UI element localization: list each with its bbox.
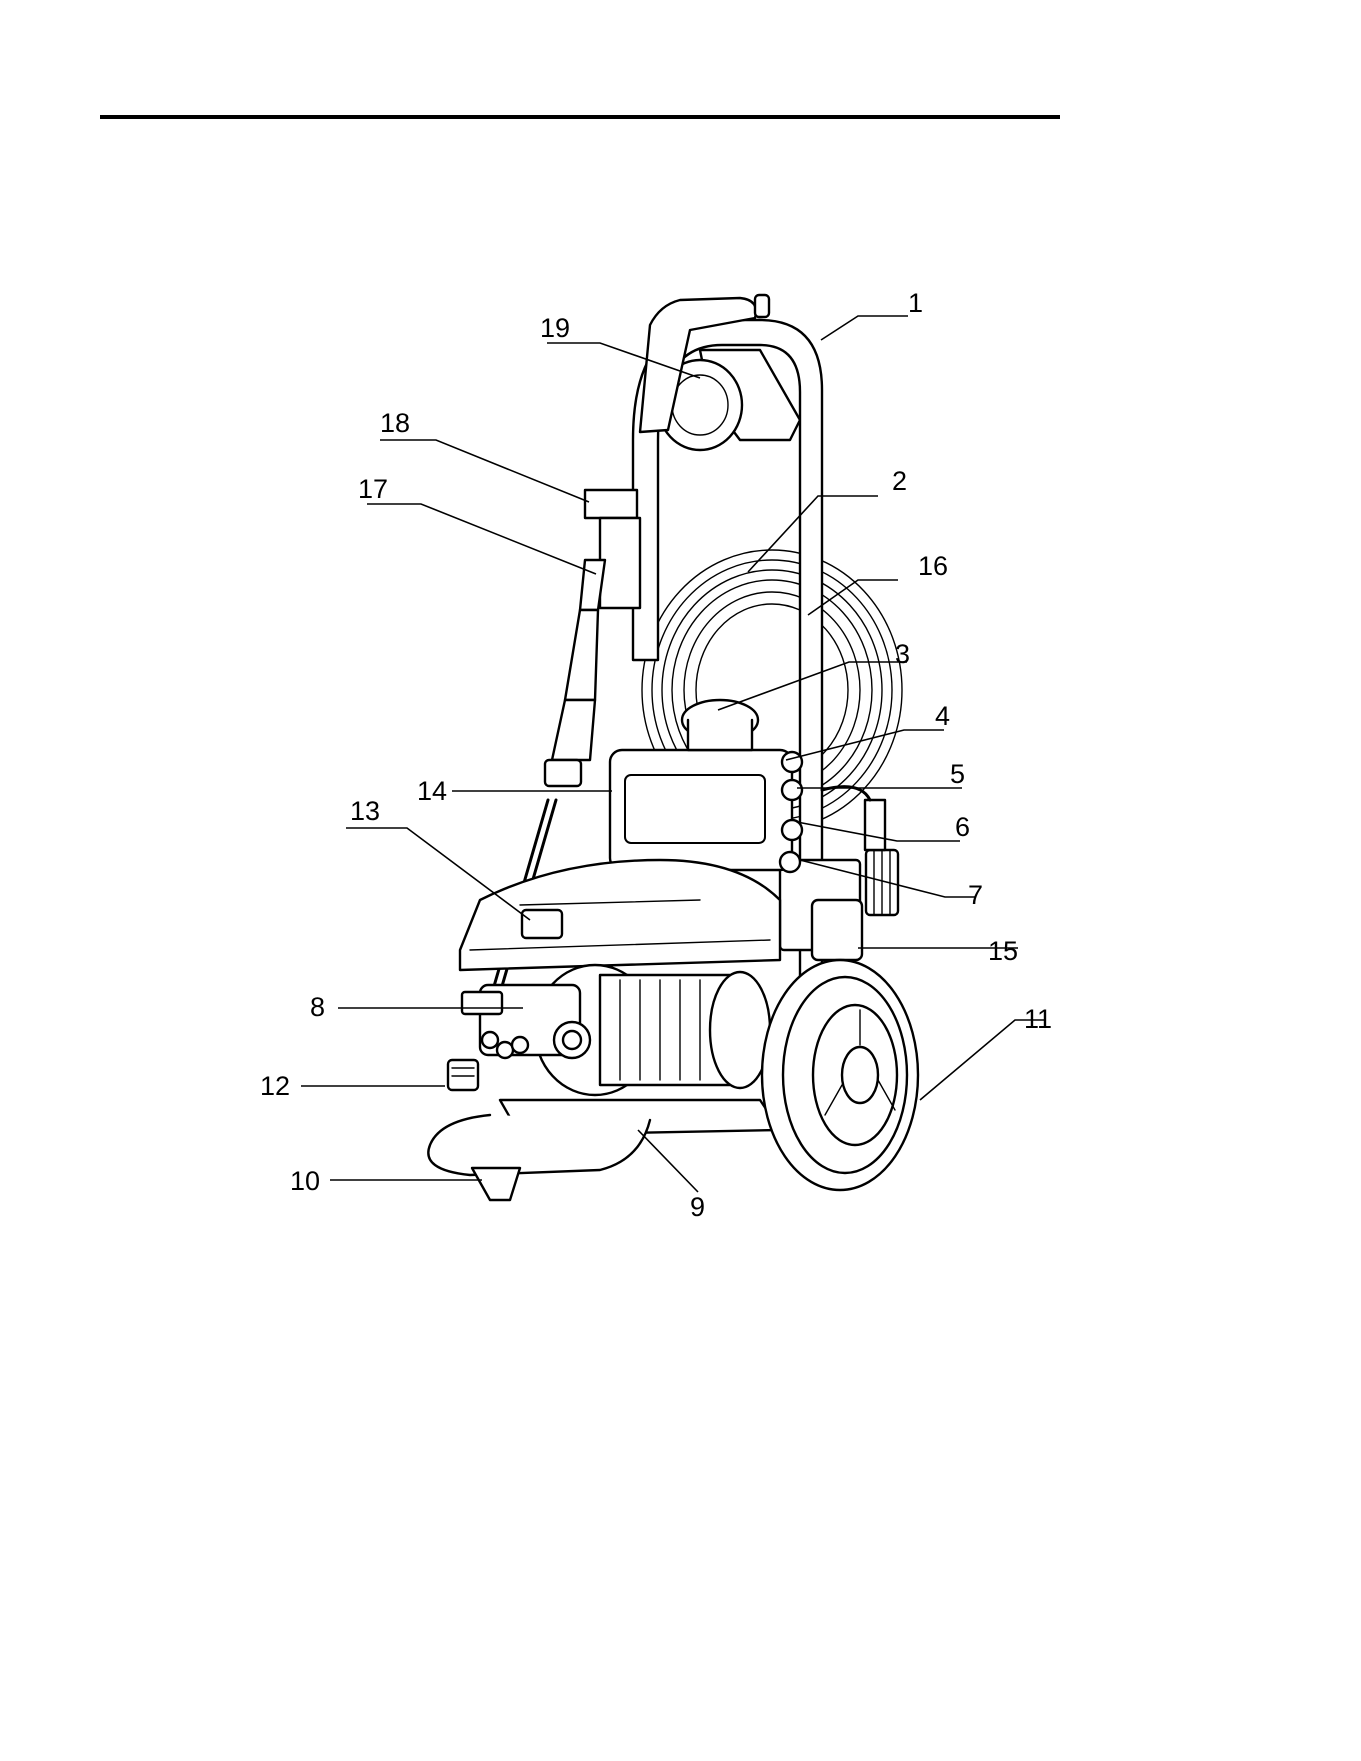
callout-19: 19	[540, 313, 570, 343]
callout-7: 7	[968, 880, 983, 910]
callout-15: 15	[988, 936, 1018, 966]
callout-11: 11	[1024, 1004, 1052, 1034]
motor-hood	[460, 860, 780, 970]
nozzle-storage	[812, 900, 862, 960]
water-inlet	[448, 1060, 478, 1090]
callout-2: 2	[892, 466, 907, 496]
callout-18: 18	[380, 408, 410, 438]
callout-17: 17	[358, 474, 388, 504]
pressure-washer-drawing	[428, 295, 918, 1200]
callout-3: 3	[895, 639, 910, 669]
power-switch	[522, 910, 562, 938]
wand-holder	[585, 490, 637, 518]
callout-6: 6	[955, 812, 970, 842]
callout-10: 10	[290, 1166, 320, 1196]
callout-5: 5	[950, 759, 965, 789]
callout-13: 13	[350, 796, 380, 826]
callout-4: 4	[935, 701, 950, 731]
callout-1: 1	[908, 288, 923, 318]
front-frame	[428, 1115, 650, 1175]
wheel	[762, 960, 918, 1190]
callout-8: 8	[310, 992, 325, 1022]
callout-9: 9	[690, 1192, 705, 1222]
callout-12: 12	[260, 1071, 290, 1101]
callout-14: 14	[417, 776, 447, 806]
callout-16: 16	[918, 551, 948, 581]
pump-assembly	[462, 985, 590, 1058]
